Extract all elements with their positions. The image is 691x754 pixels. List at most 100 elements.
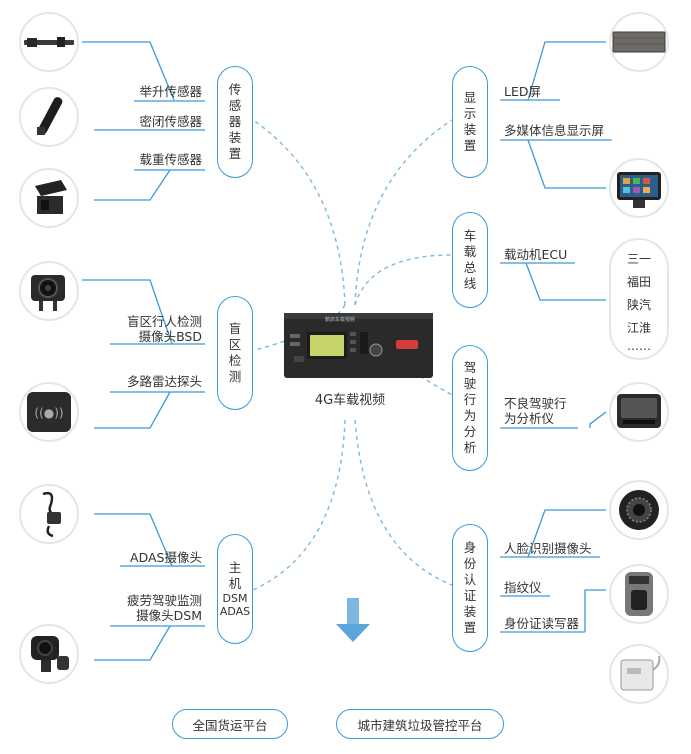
item-adas-camera: ADAS摄像头	[130, 550, 202, 565]
fingerprint-thumb	[609, 564, 669, 624]
dsm-camera-thumb	[19, 624, 79, 684]
group-title-extra: DSM	[222, 592, 248, 605]
item-weight-sensor: 载重传感器	[139, 152, 202, 167]
weight-sensor-thumb	[19, 168, 79, 228]
item-lifting-sensor: 举升传感器	[139, 84, 202, 99]
item-bsd-camera: 盲区行人检测 摄像头BSD	[127, 314, 202, 344]
group-title-char: 置	[228, 146, 242, 161]
brand-item: 三一	[626, 252, 651, 266]
group-title-char: 盲	[228, 321, 242, 336]
item-engine-ecu: 载动机ECU	[504, 247, 568, 262]
adas-camera-thumb	[19, 484, 79, 544]
id-reader-thumb	[609, 644, 669, 704]
group-title-char: 线	[463, 276, 477, 291]
group-sensors-pill: 传 感 器 装 置	[217, 66, 253, 178]
dsm-camera-icon	[31, 636, 69, 672]
right-connectors	[500, 41, 612, 633]
group-title-char: 显	[463, 90, 477, 105]
group-blind-pill: 盲 区 检 测	[217, 296, 253, 410]
group-title-char: 感	[228, 98, 242, 113]
group-title-char: 装	[228, 130, 242, 145]
bsd-camera-icon	[31, 275, 65, 311]
group-driving-pill: 驾 驶 行 为 分 析	[452, 345, 488, 471]
id-reader-icon	[620, 655, 661, 691]
hub-caption: 4G车载视频	[314, 393, 386, 408]
platform-national-freight: 全国货运平台	[172, 709, 288, 739]
group-title-char: 置	[463, 620, 477, 635]
group-title-char: 检	[228, 353, 242, 368]
item-radar: 多路雷达探头	[126, 374, 202, 389]
group-bus-pill: 车 载 总 线	[452, 212, 488, 308]
group-title-char: 装	[463, 604, 477, 619]
multimedia-screen-icon	[617, 172, 661, 208]
group-title-char: 区	[228, 337, 242, 352]
group-identity-pill: 身 份 认 证 装 置	[452, 524, 488, 652]
item-behavior-analyzer-line1: 不良驾驶行	[504, 396, 567, 411]
group-title-char: 置	[463, 138, 477, 153]
bsd-camera-thumb	[19, 261, 79, 321]
behavior-analyzer-thumb	[609, 382, 669, 442]
brand-item: 江淮	[626, 321, 651, 335]
dvr-device-icon	[284, 313, 433, 378]
vehicle-brand-list	[609, 238, 669, 360]
brand-item: 福田	[626, 275, 651, 289]
led-screen-icon	[612, 31, 666, 53]
radar-icon: ((●))	[27, 392, 71, 432]
group-title-char: 认	[463, 572, 477, 587]
group-title-char: 示	[463, 106, 477, 121]
weight-sensor-icon	[35, 180, 67, 214]
group-title-char: 器	[228, 114, 242, 129]
group-title-char: 身	[463, 540, 477, 555]
brand-item: ……	[627, 339, 651, 353]
led-screen-thumb	[609, 12, 669, 72]
group-title-char: 分	[463, 424, 477, 439]
seal-sensor-thumb	[19, 87, 79, 147]
item-fingerprint: 指纹仪	[504, 580, 542, 595]
group-display-pill: 显 示 装 置	[452, 66, 488, 178]
group-title-char: 机	[228, 576, 242, 591]
hub-brand-text: 鹏启车载视频	[324, 317, 355, 323]
group-title-char: 驶	[463, 376, 477, 391]
left-connectors	[82, 41, 205, 661]
group-title-char: 份	[463, 556, 477, 571]
lifting-sensor-icon	[24, 37, 74, 47]
group-title-char: 驾	[463, 360, 477, 375]
group-title-char: 总	[463, 260, 477, 275]
group-title-char: 装	[463, 122, 477, 137]
down-arrow-icon	[336, 598, 370, 642]
item-behavior-analyzer: 不良驾驶行 为分析仪	[504, 396, 567, 426]
item-id-reader: 身份证读写器	[504, 616, 580, 631]
group-title-char: 车	[463, 228, 477, 243]
multimedia-screen-thumb	[609, 158, 669, 218]
group-title-char: 测	[228, 369, 242, 384]
item-multimedia-screen: 多媒体信息显示屏	[504, 123, 605, 138]
adas-camera-icon	[42, 491, 61, 538]
group-title-char: 为	[463, 408, 477, 423]
seal-sensor-icon	[37, 97, 63, 135]
platform-city-construction-waste: 城市建筑垃圾管控平台	[336, 709, 504, 739]
item-dsm-camera-line2: 摄像头DSM	[136, 608, 202, 623]
item-seal-sensor: 密闭传感器	[139, 114, 202, 129]
lifting-sensor-thumb	[19, 12, 79, 72]
item-bsd-camera-line2: 摄像头BSD	[138, 329, 202, 344]
group-title-char: 主	[228, 560, 242, 575]
item-bsd-camera-line1: 盲区行人检测	[126, 314, 202, 329]
group-title-char: 行	[463, 392, 477, 407]
group-title-char: 载	[463, 244, 477, 259]
group-title-char: 传	[228, 82, 242, 97]
group-host-pill: 主 机 DSM ADAS	[217, 534, 253, 644]
item-face-camera: 人脸识别摄像头	[504, 541, 592, 556]
item-dsm-camera-line1: 疲劳驾驶监测	[126, 593, 202, 608]
item-dsm-camera: 疲劳驾驶监测 摄像头DSM	[127, 593, 202, 623]
group-title-char: 析	[463, 440, 477, 455]
group-title-char: 证	[463, 588, 477, 603]
item-led-screen: LED屏	[504, 84, 541, 99]
face-camera-icon	[619, 490, 659, 530]
brand-item: 陕汽	[626, 298, 651, 312]
item-behavior-analyzer-line2: 为分析仪	[504, 411, 555, 426]
radar-thumb: ((●))	[19, 382, 79, 442]
behavior-analyzer-icon	[617, 394, 661, 428]
group-title-extra: ADAS	[219, 605, 251, 618]
face-camera-thumb	[609, 480, 669, 540]
